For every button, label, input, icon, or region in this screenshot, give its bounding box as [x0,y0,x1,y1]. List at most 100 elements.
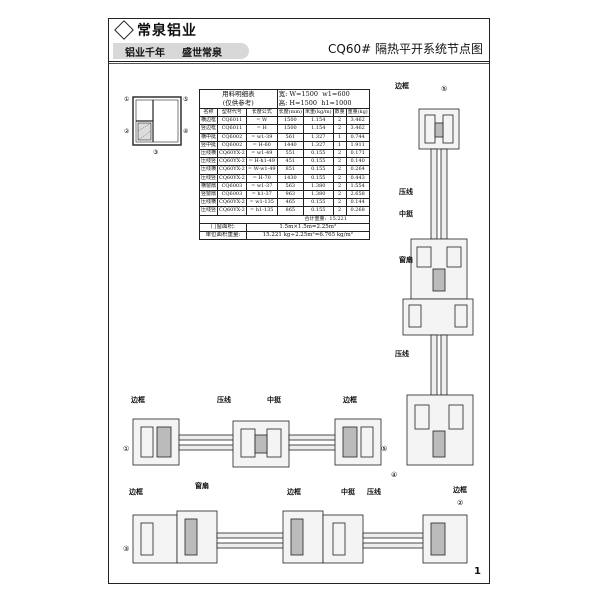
param-w: 宽: W=1500 [278,90,319,98]
bom-cell: 2 [332,181,347,192]
total-label: 合计重量: [304,215,327,222]
slogan: 铝业千年 盛世常泉 [125,44,222,59]
page-number: 1 [474,566,481,577]
label-sash-h: 窗扇 [195,482,209,490]
bom-total-row: 合计重量: 15.221 [198,214,370,224]
label-bead-4: 压线 [367,488,381,496]
col-qty: 数量 [332,107,347,118]
label-frame-bm: 边框 [287,488,301,496]
bom-unit-weight-row: 单位面积重量: 15.221 kg÷2.25m²=6.765 kg/m² [199,231,370,241]
bom-cell: 横边框 [198,116,219,126]
col-length: 长度(mm) [276,107,305,118]
bom-cell: 0.144 [345,198,370,208]
bom-cell: = H-70 [245,173,278,183]
bom-cell: 1 [332,132,347,142]
bom-cell: 1.554 [345,181,370,192]
bom-cell: 2 [332,206,347,216]
bom-cell: 1500 [276,124,305,134]
bom-cell: 1.327 [303,140,334,151]
bom-cell: = W-w1-49 [245,165,278,175]
slogan-banner [113,43,249,59]
label-frame-top: 边框 [395,82,409,90]
marker-4: ④ [183,128,188,135]
bom-cell: 963 [276,190,305,200]
bom-cell: 1.911 [345,140,370,151]
bom-cell: = w1-135 [245,198,278,208]
bom-cell: 0.264 [345,165,370,175]
bom-cell: 竖窗扇 [198,190,219,200]
marker-1: ① [124,96,129,103]
bom-cell: = h1-135 [245,206,278,216]
bom-cell: 0.155 [303,157,334,167]
bom-cell: 563 [276,181,305,192]
bom-cell: CQ6011 [217,124,247,134]
bom-cell: 2 [332,190,347,200]
bom-cell: 1.327 [303,132,334,142]
bom-cell: 压线横 [198,149,219,159]
bom-cell: CQ60YX-2 [217,198,247,208]
bom-cell: = H-60 [245,140,278,151]
bom-cell: 压线竖 [198,206,219,216]
bom-cell: 2.658 [345,190,370,200]
bom-cell: 0.268 [345,206,370,216]
marker-4-section: ④ [391,471,397,479]
vertical-section-detail: ⑤ ④ [391,85,474,479]
marker-5: ⑤ [183,96,188,103]
marker-3-section: ③ [123,545,129,553]
bom-cell: = H [245,124,278,134]
bom-cell: CQ6003 [217,181,247,192]
label-frame-right: 边框 [343,396,357,404]
bom-cell: 0.155 [303,198,334,208]
bom-cell: CQ60YX-2 [217,157,247,167]
bom-cell: CQ6002 [217,132,247,142]
bom-cell: 横中挺 [198,132,219,142]
bom-cell: 竖中挺 [198,140,219,151]
bom-header-row: 名称 型材代号 长度公式 长度(mm) 米重(kg/m) 数量 重量(kg) [198,107,370,118]
bom-title: 用料明细表 [222,90,255,98]
bom-cell: 451 [276,157,305,167]
col-name: 名称 [198,107,219,118]
bom-cell: CQ6003 [217,190,247,200]
bom-cell: 1.154 [303,124,334,134]
bom-cell: 0.155 [303,206,334,216]
label-frame-left: 边框 [131,396,145,404]
param-h1: h1=1000 [321,99,352,107]
bom-cell: = h1-37 [245,190,278,200]
header-divider-thin [109,63,489,64]
bom-cell: 1440 [276,140,305,151]
bom-cell: 0.140 [345,157,370,167]
bom-cell: 压线横 [198,198,219,208]
bom-cell: 1430 [276,173,305,183]
bom-area-row: 门窗面积: 1.5m×1.5m=2.25m² [199,222,370,233]
horizontal-section-fixed: ① ⑤ [123,418,387,468]
label-bead-1: 压线 [399,188,413,196]
bom-cell: 压线竖 [198,173,219,183]
bom-cell: CQ6002 [217,140,247,151]
col-weight: 重量(kg) [345,107,370,118]
bom-cell: 865 [276,206,305,216]
company-name: 常泉铝业 [137,23,197,39]
bom-cell: CQ60YX-2 [217,206,247,216]
window-elevation-thumbnail: ① ⑤ ② ④ ③ [124,96,188,156]
bom-cell: 2 [332,165,347,175]
bom-cell: 2 [332,149,347,159]
total-value: 15.221 [329,215,347,222]
bom-params: 宽: W=1500 w1=600 高: H=1500 h1=1000 [276,89,370,109]
bom-cell: 0.155 [303,173,334,183]
bom-cell: 压线竖 [198,157,219,167]
bom-cell: 0.171 [345,149,370,159]
drawing-title: CQ60# 隔热平开系统节点图 [328,42,483,56]
bom-cell: 压线横 [198,165,219,175]
unit-weight-label: 单位面积重量: [199,231,247,241]
bom-cell: 551 [276,149,305,159]
